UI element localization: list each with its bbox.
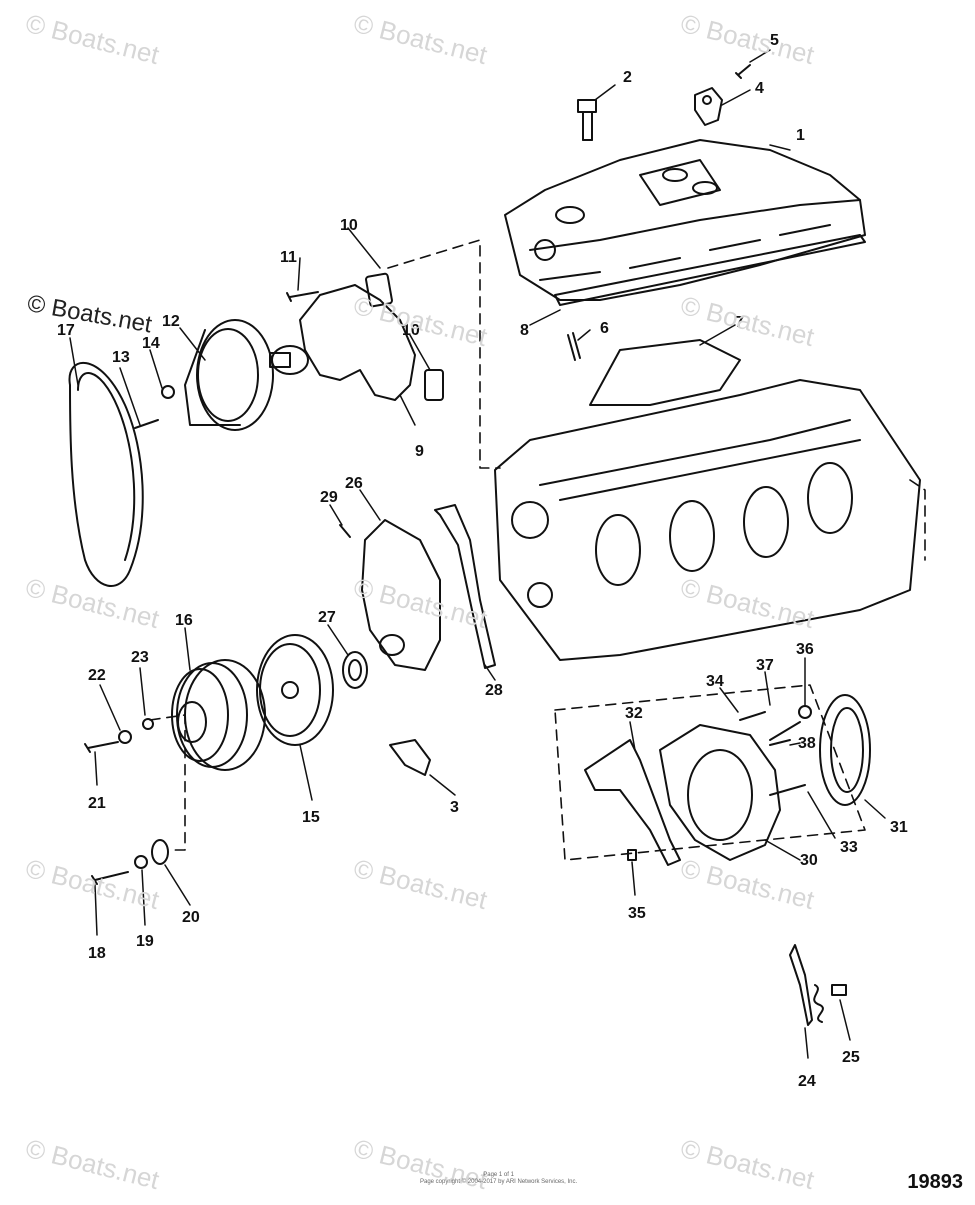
footer-line-1: Page 1 of 1 xyxy=(483,1172,514,1178)
callout-6: 6 xyxy=(600,320,609,337)
callout-38: 38 xyxy=(798,735,816,752)
callout-11: 11 xyxy=(280,249,297,266)
bolt-2 xyxy=(577,99,597,141)
callout-33: 33 xyxy=(840,839,858,856)
callout-13: 13 xyxy=(112,349,130,366)
callout-34: 34 xyxy=(706,673,724,690)
engine-block xyxy=(494,379,921,661)
callout-32: 32 xyxy=(625,705,643,722)
callout-7: 7 xyxy=(735,314,744,331)
manifold-gasket xyxy=(554,234,866,306)
callout-8: 8 xyxy=(520,322,529,339)
timing-cover xyxy=(361,519,441,671)
callout-10a: 10 xyxy=(340,217,358,234)
bracket-4 xyxy=(694,87,723,126)
callout-12: 12 xyxy=(162,313,180,330)
callout-5: 5 xyxy=(770,32,779,49)
callout-24: 24 xyxy=(798,1073,816,1090)
callout-37: 37 xyxy=(756,657,774,674)
callout-18: 18 xyxy=(88,945,106,962)
callout-35: 35 xyxy=(628,905,646,922)
callout-10b: 10 xyxy=(402,322,420,339)
intake-manifold xyxy=(504,139,866,301)
callout-30: 30 xyxy=(800,852,818,869)
callout-29: 29 xyxy=(320,489,338,506)
callout-16: 16 xyxy=(175,612,193,629)
callout-31: 31 xyxy=(890,819,908,836)
crankshaft-pulley xyxy=(171,659,266,771)
callout-19: 19 xyxy=(136,933,154,950)
callout-36: 36 xyxy=(796,641,814,658)
callout-20: 20 xyxy=(182,909,200,926)
callout-15: 15 xyxy=(302,809,320,826)
callout-26: 26 xyxy=(345,475,363,492)
water-pump-pulley xyxy=(184,319,274,431)
rear-main-seal xyxy=(819,694,871,806)
retainer-gasket xyxy=(584,739,681,866)
callout-27: 27 xyxy=(318,609,336,626)
seal-27 xyxy=(342,651,368,689)
harmonic-balancer xyxy=(256,634,334,746)
callout-28: 28 xyxy=(485,682,503,699)
callout-17: 17 xyxy=(57,322,75,339)
sensor-24 xyxy=(789,944,813,1026)
callout-25: 25 xyxy=(842,1049,860,1066)
page-footer: Page 1 of 1 Page copyright © 2004-2017 b… xyxy=(420,1172,577,1186)
rear-seal-retainer xyxy=(659,724,781,861)
valley-cover xyxy=(589,339,741,406)
callout-9: 9 xyxy=(415,443,424,460)
timing-cover-gasket xyxy=(434,504,496,669)
callout-23: 23 xyxy=(131,649,149,666)
callout-3: 3 xyxy=(450,799,459,816)
callout-2: 2 xyxy=(623,69,632,86)
callout-labels: 1 2 3 4 5 6 7 8 9 10 10 11 12 13 14 15 1… xyxy=(57,32,908,1090)
callout-22: 22 xyxy=(88,667,106,684)
callout-14: 14 xyxy=(142,335,160,352)
screw-5 xyxy=(735,64,751,79)
drive-belt xyxy=(68,362,144,587)
footer-line-2: Page copyright © 2004-2017 by ARI Networ… xyxy=(420,1179,578,1185)
callout-1: 1 xyxy=(796,127,805,144)
bracket-3 xyxy=(389,739,431,776)
callout-21: 21 xyxy=(88,795,106,812)
callout-4: 4 xyxy=(755,80,764,97)
figure-id: 19893 xyxy=(907,1171,963,1193)
